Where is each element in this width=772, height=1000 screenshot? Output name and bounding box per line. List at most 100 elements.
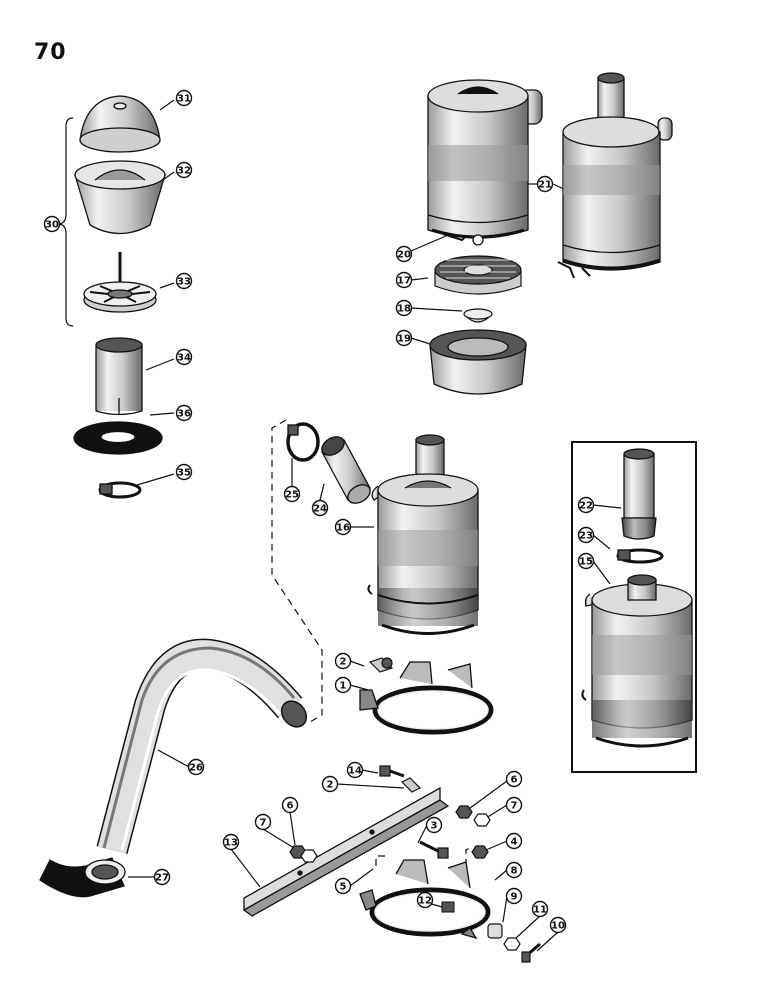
callout-circle <box>175 463 193 481</box>
callout-number: 35 <box>177 468 191 479</box>
callout-circle <box>505 887 523 905</box>
clamp-23 <box>616 548 664 564</box>
callout-circle <box>395 329 413 347</box>
callout-number: 4 <box>511 837 518 848</box>
callout-35: 35 <box>175 463 193 481</box>
callout-number: 30 <box>45 220 59 231</box>
callout-number: 23 <box>579 531 593 542</box>
callout-circle <box>577 552 595 570</box>
clip-12 <box>441 901 455 913</box>
callout-4: 4 <box>505 832 523 850</box>
air-cleaner-15 <box>581 574 693 748</box>
callout-number: 24 <box>313 504 327 515</box>
callout-number: 34 <box>177 353 191 364</box>
inset-frame <box>571 441 697 773</box>
callout-8: 8 <box>505 861 523 879</box>
callout-6: 6 <box>505 770 523 788</box>
callout-number: 17 <box>397 276 411 287</box>
air-cleaner-16 <box>367 434 479 635</box>
callout-circle <box>254 813 272 831</box>
callout-16: 16 <box>334 518 352 536</box>
pipe-22 <box>621 448 657 540</box>
callout-circle <box>334 652 352 670</box>
callout-31: 31 <box>175 89 193 107</box>
callout-circle <box>175 89 193 107</box>
callout-circle <box>549 916 567 934</box>
callout-3: 3 <box>425 816 443 834</box>
callout-circle <box>175 404 193 422</box>
callout-22: 22 <box>577 496 595 514</box>
callout-layer: 3132303334363521201718192524162223152126… <box>43 89 595 934</box>
callout-17: 17 <box>395 271 413 289</box>
callout-number: 16 <box>336 523 350 534</box>
callout-19: 19 <box>395 329 413 347</box>
callout-2: 2 <box>334 652 352 670</box>
bolts-and-nuts <box>289 765 541 963</box>
callout-number: 32 <box>177 166 191 177</box>
callout-circle <box>311 499 329 517</box>
callout-number: 8 <box>511 866 518 877</box>
callout-6: 6 <box>281 796 299 814</box>
band-8 <box>359 859 491 940</box>
callout-33: 33 <box>175 272 193 290</box>
callout-13: 13 <box>222 833 240 851</box>
callout-circle <box>321 775 339 793</box>
spacer-2-upper <box>368 657 394 673</box>
callout-circle <box>283 485 301 503</box>
callout-number: 9 <box>511 892 518 903</box>
callout-number: 2 <box>340 657 347 668</box>
callout-number: 33 <box>177 277 191 288</box>
callout-number: 21 <box>538 180 552 191</box>
callout-circle <box>395 271 413 289</box>
callout-30: 30 <box>43 215 61 233</box>
callout-circle <box>175 272 193 290</box>
callout-circle <box>175 348 193 366</box>
callout-circle <box>531 900 549 918</box>
callout-circle <box>153 868 171 886</box>
callout-circle <box>346 761 364 779</box>
callout-24: 24 <box>311 499 329 517</box>
cap-31 <box>79 95 161 153</box>
callout-circle <box>334 518 352 536</box>
callout-number: 15 <box>579 557 593 568</box>
callout-32: 32 <box>175 161 193 179</box>
callout-number: 6 <box>287 801 294 812</box>
callout-26: 26 <box>187 758 205 776</box>
assembly-dashed-lines <box>271 419 471 866</box>
callout-5: 5 <box>334 877 352 895</box>
page-number: 70 <box>34 40 67 65</box>
callout-circle <box>334 877 352 895</box>
callout-circle <box>577 526 595 544</box>
callout-circle <box>505 861 523 879</box>
callout-number: 7 <box>511 801 518 812</box>
clamp-35 <box>98 481 142 499</box>
callout-11: 11 <box>531 900 549 918</box>
elbow-27 <box>39 857 126 898</box>
callout-number: 5 <box>340 882 347 893</box>
bowl-32 <box>74 160 166 235</box>
callout-number: 12 <box>418 896 432 907</box>
callout-36: 36 <box>175 404 193 422</box>
callout-number: 13 <box>224 838 238 849</box>
callout-circle <box>505 770 523 788</box>
pipe-34 <box>95 337 143 416</box>
callout-number: 1 <box>340 681 347 692</box>
callout-21: 21 <box>536 175 554 193</box>
callout-number: 19 <box>397 334 411 345</box>
callout-circle <box>175 161 193 179</box>
callout-25: 25 <box>283 485 301 503</box>
callout-circle <box>416 891 434 909</box>
gasket-36 <box>73 421 163 455</box>
callout-number: 14 <box>348 766 362 777</box>
callout-7: 7 <box>505 796 523 814</box>
bracket-13 <box>242 786 450 917</box>
hose-24 <box>321 436 371 504</box>
callout-34: 34 <box>175 348 193 366</box>
callout-number: 11 <box>533 905 547 916</box>
callout-circle <box>281 796 299 814</box>
callout-number: 10 <box>551 921 565 932</box>
callout-circle <box>43 215 61 233</box>
callout-number: 22 <box>579 501 593 512</box>
callout-circle <box>187 758 205 776</box>
